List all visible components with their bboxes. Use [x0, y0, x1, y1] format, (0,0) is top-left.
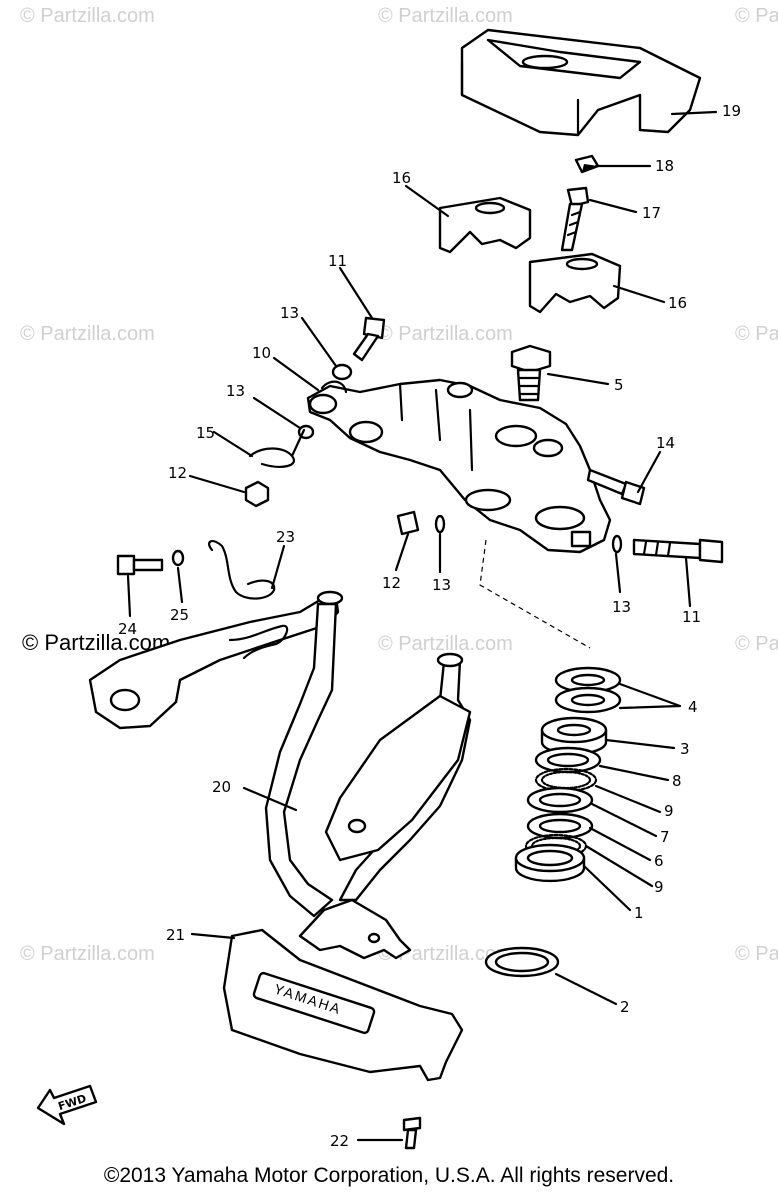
callout-13: 13: [226, 382, 245, 400]
watermark: © Partzilla.com: [378, 323, 513, 345]
watermark: © Partzilla.com: [735, 633, 778, 655]
part-8-bearing-race: [534, 746, 602, 774]
watermark: © Partzilla.com: [735, 5, 778, 27]
callout-labels: 19 18 17 16 16 11 13 10 5 13 15 14 12 12…: [118, 102, 741, 1150]
part-15-clip: [248, 428, 306, 468]
part-11-bolt-lower: [632, 538, 724, 564]
callout-20: 20: [212, 778, 231, 796]
part-13-washer: [331, 363, 353, 381]
callout-17: 17: [642, 204, 661, 222]
watermark: © Partzilla.com: [735, 943, 778, 965]
watermark: © Partzilla.com: [20, 943, 155, 965]
callout-12: 12: [168, 464, 187, 482]
part-23-spring-clip: [207, 540, 276, 600]
part-20-headlight-stay: [88, 590, 472, 960]
watermark: © Partzilla.com: [378, 633, 513, 655]
part-1-bearing-race: [514, 843, 586, 883]
leader-lines: [126, 110, 718, 1142]
callout-11: 11: [328, 252, 347, 270]
callout-22: 22: [330, 1132, 349, 1150]
callout-16: 16: [668, 294, 687, 312]
part-7-bearing-race: [526, 786, 594, 840]
part-19-handlebar-cover: [460, 28, 702, 137]
part-12-collar: [396, 510, 420, 536]
callout-5: 5: [614, 376, 624, 394]
part-24-bolt: [116, 554, 164, 576]
part-10-link: [320, 380, 348, 394]
part-12-nut-left: [244, 480, 270, 508]
callout-13: 13: [280, 304, 299, 322]
callout-2: 2: [620, 998, 630, 1016]
part-13-washer: [611, 534, 623, 554]
copyright-notice: ©2013 Yamaha Motor Corporation, U.S.A. A…: [103, 1164, 675, 1187]
part-2-seal: [484, 946, 560, 978]
callout-1: 1: [634, 904, 644, 922]
part-17-bolt: [560, 186, 590, 252]
callout-12: 12: [382, 574, 401, 592]
part-upper-bracket: [306, 378, 612, 554]
callout-25: 25: [170, 606, 189, 624]
part-25-washer: [171, 549, 185, 567]
callout-7: 7: [660, 828, 670, 846]
callout-23: 23: [276, 528, 295, 546]
callout-13: 13: [432, 576, 451, 594]
part-11-bolt-upper: [352, 316, 386, 362]
part-16-holder-left: [438, 196, 532, 254]
callout-15: 15: [196, 424, 215, 442]
watermark: © Partzilla.com: [20, 5, 155, 27]
callout-13: 13: [612, 598, 631, 616]
callout-6: 6: [654, 852, 664, 870]
watermark: © Partzilla.com: [378, 943, 513, 965]
callout-3: 3: [680, 740, 690, 758]
callout-9: 9: [664, 802, 674, 820]
watermark: © Partzilla.com: [735, 323, 778, 345]
part-22-screw: [402, 1116, 422, 1150]
watermark: © Partzilla.com: [378, 5, 513, 27]
watermark-layer: © Partzilla.com © Partzilla.com © Partzi…: [20, 5, 778, 965]
callout-11: 11: [682, 608, 701, 626]
part-13-washer: [434, 514, 446, 534]
callout-24: 24: [118, 620, 137, 638]
stem-axis-line: [479, 539, 591, 649]
callout-18: 18: [655, 157, 674, 175]
callout-9: 9: [654, 878, 664, 896]
callout-10: 10: [252, 344, 271, 362]
part-21-emblem-plate: YAMAHA: [222, 928, 464, 1082]
part-14-bolt: [586, 468, 646, 506]
callout-21: 21: [166, 926, 185, 944]
part-5-stem-nut: [510, 344, 552, 402]
fwd-arrow: FWD: [36, 1084, 98, 1126]
callout-16: 16: [392, 169, 411, 187]
callout-4: 4: [688, 698, 698, 716]
part-3-washer: [540, 716, 608, 756]
part-16-holder-right: [528, 252, 622, 314]
watermark: © Partzilla.com: [20, 323, 155, 345]
callout-14: 14: [656, 434, 675, 452]
part-18-cap: [574, 154, 600, 174]
callout-19: 19: [722, 102, 741, 120]
part-4-ring-nuts: [554, 666, 622, 714]
callout-8: 8: [672, 772, 682, 790]
